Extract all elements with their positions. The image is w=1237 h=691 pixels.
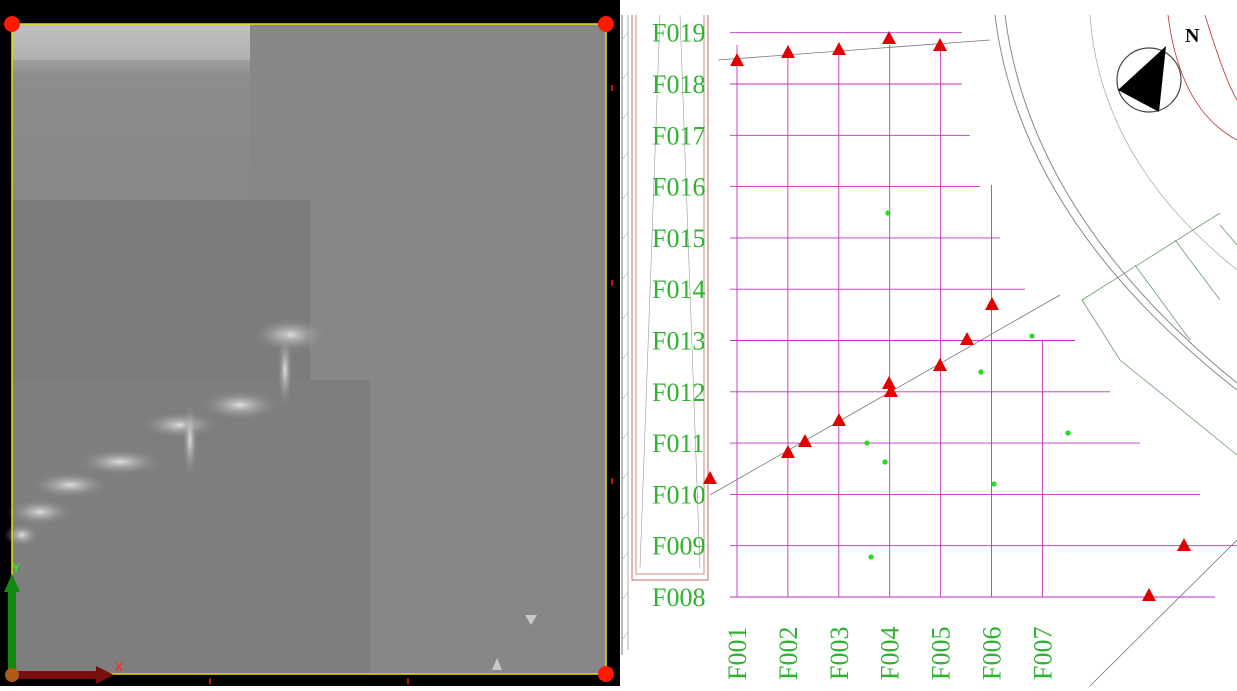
row-label: F016 <box>652 173 705 202</box>
col-label: F001 <box>723 627 752 680</box>
x-axis-arrowhead <box>96 666 114 684</box>
red-triangle-marker-icon <box>985 297 999 310</box>
row-label: F013 <box>652 327 705 356</box>
row-label: F018 <box>652 70 705 99</box>
curved-wall <box>709 14 1237 686</box>
viewport-panel[interactable]: Y X <box>0 0 620 686</box>
col-label: F007 <box>1028 627 1057 680</box>
corner-handle-top-left[interactable] <box>4 16 20 32</box>
red-triangle-marker-icon <box>933 38 947 51</box>
red-triangle-marker-icon <box>703 471 717 484</box>
x-axis-label: X <box>115 660 123 674</box>
col-label: F005 <box>927 627 956 680</box>
y-axis-label: Y <box>12 561 20 575</box>
row-labels: F008 F009 F010 F011 F012 F013 F014 F015 F016 F017… <box>652 19 705 612</box>
row-label: F010 <box>652 480 705 509</box>
grid-lines <box>730 32 1237 598</box>
row-label: F009 <box>652 532 705 561</box>
row-label: F011 <box>652 429 705 458</box>
green-point <box>885 210 891 216</box>
red-triangle-marker-icon <box>882 31 896 44</box>
row-label: F014 <box>652 275 705 304</box>
texture-small-marker-2 <box>492 658 502 670</box>
x-axis-bar <box>14 671 98 679</box>
red-triangle-marker-icon <box>884 384 898 397</box>
green-point <box>991 481 997 487</box>
green-point <box>1065 430 1071 436</box>
col-label: F006 <box>978 627 1007 680</box>
texture-small-marker <box>525 615 537 625</box>
row-label: F015 <box>652 224 705 253</box>
col-labels: F001 F002 F003 F004 F005 F006 F007 <box>723 627 1057 680</box>
corner-handle-top-right[interactable] <box>598 16 614 32</box>
col-label: F004 <box>876 627 905 680</box>
red-triangle-marker-icon <box>730 53 744 66</box>
red-triangle-marker-icon <box>798 434 812 447</box>
axis-origin <box>5 668 19 682</box>
red-triangle-marker-icon <box>832 413 846 426</box>
red-triangle-marker-icon <box>1142 588 1156 601</box>
red-triangle-marker-icon <box>960 332 974 345</box>
viewport-canvas[interactable]: Y X <box>0 0 620 686</box>
left-wall-outline <box>621 14 709 655</box>
red-triangle-marker-icon <box>781 45 795 58</box>
col-label: F002 <box>774 627 803 680</box>
red-triangle-marker-icon <box>781 445 795 458</box>
green-point <box>1029 333 1035 339</box>
red-triangle-marker-icon <box>933 358 947 371</box>
compass-north-arrow-icon: N <box>1116 25 1200 113</box>
axis-gizmo: Y X <box>4 561 123 684</box>
y-axis-arrowhead <box>4 574 20 592</box>
y-axis-bar <box>8 590 16 672</box>
green-point <box>864 440 870 446</box>
row-label: F017 <box>652 121 705 150</box>
red-triangle-marker-icon <box>1177 538 1191 551</box>
grid-map-canvas[interactable]: F008 F009 F010 F011 F012 F013 F014 F015 F016 F017… <box>620 0 1237 686</box>
viewport-border <box>11 23 607 675</box>
texture-highlight-top <box>12 24 250 60</box>
green-point <box>882 459 888 465</box>
red-triangle-marker-icon <box>882 376 896 389</box>
row-label: F012 <box>652 378 705 407</box>
row-label: F019 <box>652 19 705 48</box>
viewport-ruler-ticks <box>209 85 613 684</box>
north-label: N <box>1185 25 1200 47</box>
green-point <box>978 369 984 375</box>
map-background <box>620 0 1237 686</box>
col-label: F003 <box>825 627 854 680</box>
corner-handle-bottom-right[interactable] <box>598 666 614 682</box>
green-point <box>868 554 874 560</box>
red-triangle-marker-icon <box>832 42 846 55</box>
row-label: F008 <box>652 583 705 612</box>
texture-bright-smears <box>4 317 330 547</box>
red-triangle-markers <box>703 31 1191 601</box>
green-points <box>864 210 1071 560</box>
